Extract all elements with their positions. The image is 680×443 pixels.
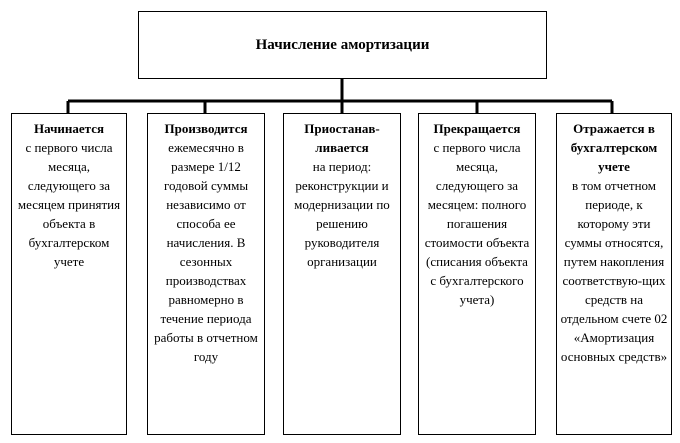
- column-body: с первого числа месяца, следующего за ме…: [424, 140, 530, 307]
- column-head: Прекращается: [433, 121, 521, 136]
- column-body: с первого числа месяца, следующего за ме…: [17, 140, 121, 269]
- column-body: ежемесячно в размере 1/12 годовой суммы …: [154, 140, 258, 364]
- column-suspended: Приостанав-ливается на период: реконстру…: [283, 113, 401, 435]
- column-head: Начинается: [33, 121, 105, 136]
- column-body: в том отчетном периоде, к которому эти с…: [560, 178, 668, 364]
- column-starts: Начинается с первого числа месяца, следу…: [11, 113, 127, 435]
- column-head: Приостанав-ливается: [304, 121, 380, 155]
- diagram-title: Начисление амортизации: [255, 36, 430, 53]
- column-terminated: Прекращается с первого числа месяца, сле…: [418, 113, 536, 435]
- title-box: Начисление амортизации: [138, 11, 547, 79]
- column-body: на период: реконструкции и модернизации …: [294, 159, 390, 269]
- column-performed: Производится ежемесячно в размере 1/12 г…: [147, 113, 265, 435]
- column-accounting: Отражается в бухгалтерском учете в том о…: [556, 113, 672, 435]
- column-head: Производится: [164, 121, 248, 136]
- column-head: Отражается в бухгалтерском учете: [570, 121, 658, 174]
